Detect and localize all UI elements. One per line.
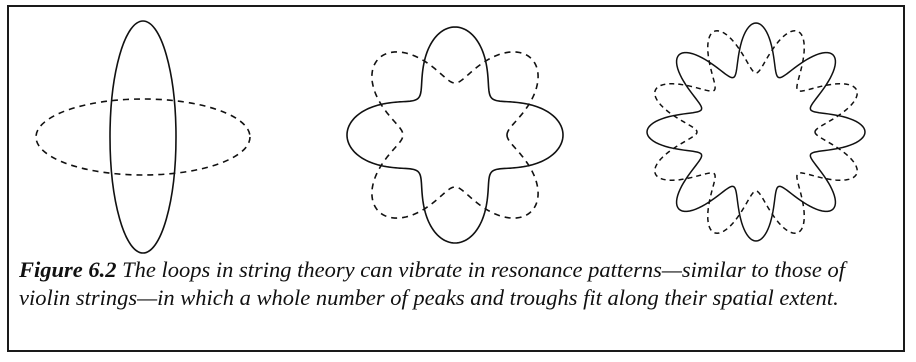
loop-mode-4-dashed: [371, 51, 539, 219]
loop-mode-8-dashed: [653, 29, 859, 235]
loop-mode-8-solid: [646, 22, 866, 242]
loop-mode-2: [35, 20, 251, 254]
figure-caption: Figure 6.2 The loops in string theory ca…: [19, 256, 889, 312]
loop-mode-8: [646, 22, 866, 242]
loop-mode-2-dashed: [35, 98, 251, 176]
loop-mode-2-solid: [109, 20, 177, 254]
figure-caption-text: The loops in string theory can vibrate i…: [19, 257, 846, 310]
loop-mode-4: [346, 26, 564, 244]
figure-label: Figure 6.2: [19, 257, 117, 282]
loop-mode-4-solid: [346, 26, 564, 244]
string-loops-diagram: [35, 20, 866, 254]
figure-frame: Figure 6.2 The loops in string theory ca…: [7, 5, 905, 352]
